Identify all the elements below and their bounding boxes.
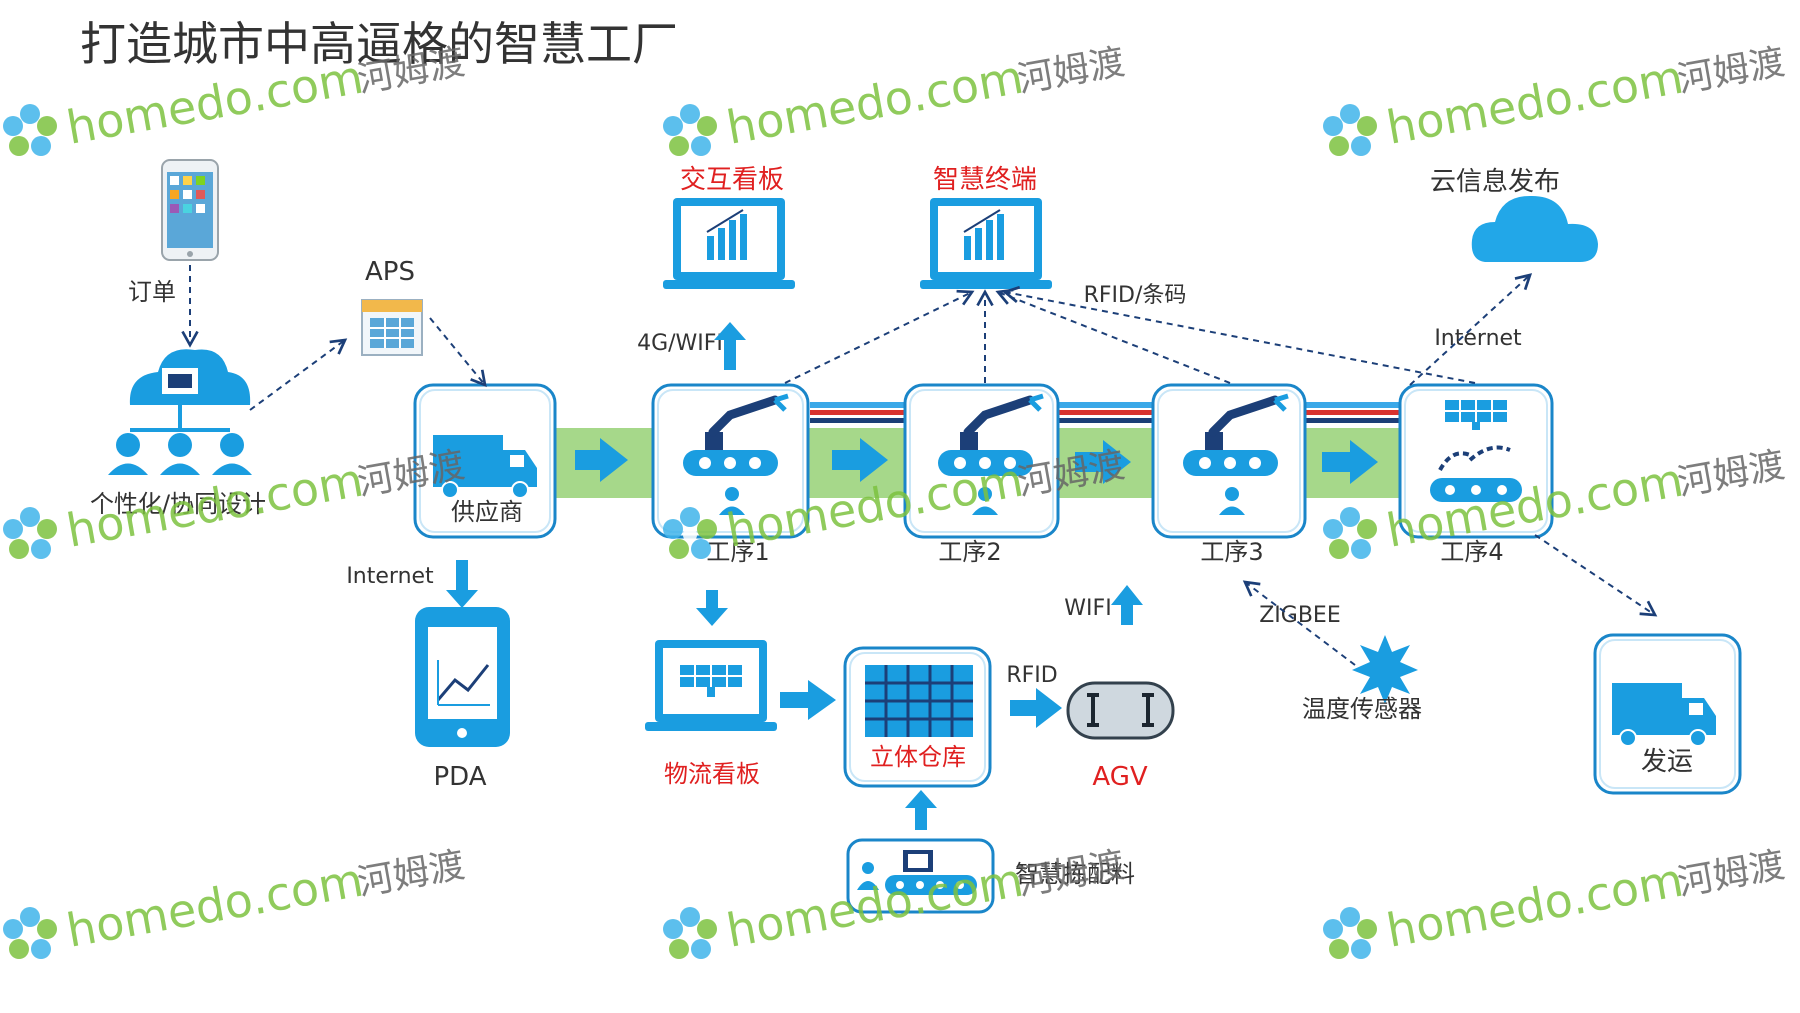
watermark-site: homedo.com (1383, 853, 1688, 958)
temperature-sensor-icon (1352, 635, 1418, 704)
flower-logo-icon (663, 507, 717, 559)
laptop-solar-icon (645, 640, 777, 731)
watermark-site: homedo.com (1383, 50, 1688, 155)
pda-icon (415, 607, 510, 747)
to-cloud-arrow (1409, 273, 1533, 386)
shipping-box: 发运 (1593, 633, 1742, 795)
watermark-brand: 河姆渡 (1014, 845, 1127, 904)
flower-logo-icon (3, 907, 57, 959)
aps-to-supplier-arrow (429, 317, 487, 388)
watermark-brand: 河姆渡 (1674, 445, 1787, 504)
smart-terminal-label: 智慧终端 (933, 165, 1037, 195)
supplier-label: 供应商 (451, 498, 523, 526)
conveyor-icon (1430, 445, 1522, 502)
page-title: 打造城市中高逼格的智慧工厂 (80, 17, 678, 71)
arrow-right-icon (1322, 440, 1378, 484)
watermark: homedo.com 河姆渡 (3, 845, 468, 959)
arrow-up-icon (1111, 585, 1143, 625)
agv-icon (1066, 681, 1175, 740)
flower-logo-icon (663, 104, 717, 156)
robot-arm-icon (1183, 393, 1289, 515)
order-label: 订单 (128, 278, 176, 306)
arrow-right-icon (832, 438, 888, 482)
flow-arrows (575, 438, 1378, 484)
solar-panel-icon (1445, 400, 1507, 430)
phone-icon (161, 159, 219, 261)
flower-logo-icon (1323, 507, 1377, 559)
flower-logo-icon (1323, 104, 1377, 156)
watermark-site: homedo.com (723, 50, 1028, 155)
internet-right-label: Internet (1434, 326, 1522, 351)
design-to-aps-arrow (249, 338, 348, 411)
arrow-down-icon (696, 590, 728, 626)
watermark-site: homedo.com (63, 853, 368, 958)
watermark-brand: 河姆渡 (1674, 845, 1787, 904)
flower-logo-icon (3, 507, 57, 559)
calendar-icon (361, 299, 423, 356)
arrow-right-icon (1010, 688, 1062, 728)
watermark: homedo.com 河姆渡 (3, 445, 468, 559)
watermark: homedo.com 河姆渡 (663, 42, 1128, 156)
laptop-chart-icon (663, 198, 795, 289)
process2-box (903, 383, 1060, 539)
rfid-barcode-label: RFID/条码 (1084, 283, 1187, 308)
personalized-design-label: 个性化/协同设计 (90, 490, 266, 518)
process3-label: 工序3 (1200, 538, 1263, 566)
network-lines (810, 402, 1400, 423)
internet-left-label: Internet (346, 564, 434, 589)
arrow-up-icon (714, 322, 746, 370)
process1-box (651, 383, 810, 539)
temp-sensor-label: 温度传感器 (1302, 695, 1422, 723)
logistics-board-label: 物流看板 (664, 760, 760, 788)
robot-arm-icon (683, 393, 789, 515)
interactive-board-label: 交互看板 (680, 165, 784, 195)
truck-icon (433, 435, 537, 499)
cloud-publish-label: 云信息发布 (1430, 167, 1560, 197)
pda-label: PDA (433, 762, 486, 792)
arrow-right-icon (780, 680, 836, 720)
watermark-site: homedo.com (63, 453, 368, 558)
warehouse-label: 立体仓库 (870, 743, 966, 771)
arrow-down-icon (446, 560, 478, 608)
arrow-up-icon (905, 790, 937, 830)
wifi-label: WIFI (1064, 596, 1111, 621)
shelf-rack-icon (865, 665, 973, 737)
process1-label: 工序1 (706, 538, 769, 566)
picking-box (846, 838, 995, 914)
cloud-icon (1471, 195, 1598, 262)
laptop-chart-icon (920, 198, 1052, 289)
watermark-brand: 河姆渡 (1014, 42, 1127, 101)
flower-logo-icon (1323, 907, 1377, 959)
warehouse-box: 立体仓库 (843, 646, 992, 788)
truck-icon (1612, 683, 1716, 747)
watermark-brand: 河姆渡 (354, 845, 467, 904)
arrow-right-icon (1075, 440, 1131, 484)
flower-logo-icon (3, 104, 57, 156)
process4-box (1398, 383, 1554, 539)
wifi-4g-label: 4G/WIFI (637, 331, 723, 356)
collaborative-design-icon (108, 349, 252, 475)
process4-label: 工序4 (1440, 538, 1503, 566)
arrow-right-icon (575, 438, 628, 482)
aps-label: APS (365, 257, 415, 287)
supplier-box: 供应商 (413, 383, 557, 539)
process2-label: 工序2 (938, 538, 1001, 566)
to-shipping-arrow (1534, 534, 1658, 617)
agv-label: AGV (1092, 762, 1147, 792)
rfid-label: RFID (1006, 663, 1057, 688)
flower-logo-icon (663, 907, 717, 959)
watermark: homedo.com 河姆渡 (1323, 42, 1788, 156)
sensor-arrow (1242, 580, 1356, 666)
data-collection-arrows (784, 285, 1476, 384)
shipping-label: 发运 (1641, 747, 1693, 777)
smart-picking-label: 智慧拣配料 (1015, 860, 1135, 888)
robot-arm-icon (938, 393, 1044, 515)
watermark: homedo.com 河姆渡 (1323, 845, 1788, 959)
process3-box (1151, 383, 1307, 539)
watermark-brand: 河姆渡 (1674, 42, 1787, 101)
